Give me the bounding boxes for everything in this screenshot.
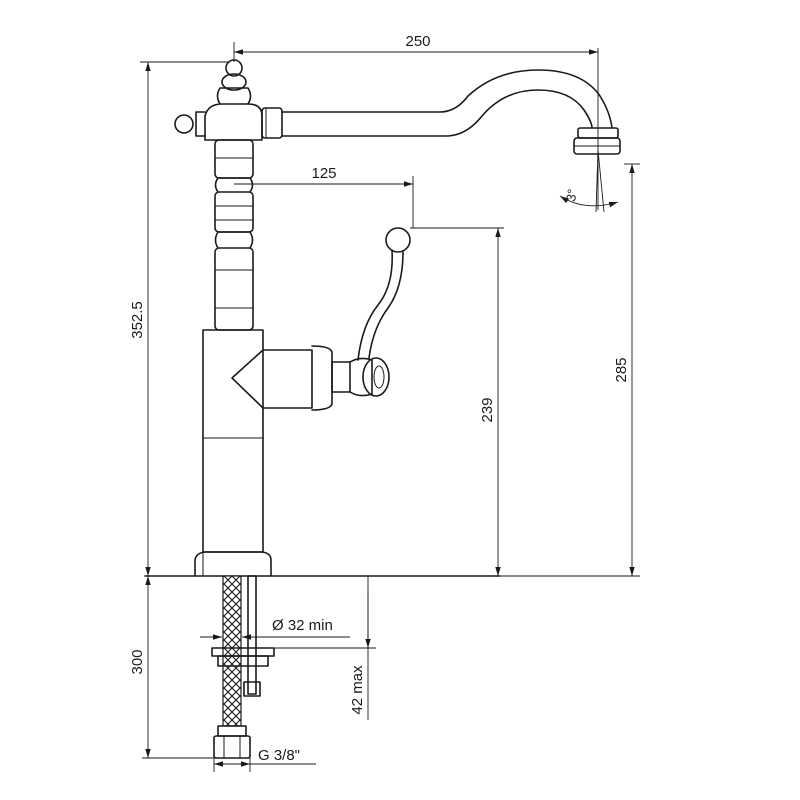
finial-base [216, 87, 252, 105]
handle-ball [385, 227, 411, 253]
label-handle-reach: 125 [311, 165, 336, 182]
label-spout-height: 285 [613, 357, 630, 382]
side-knob [174, 114, 194, 134]
fixing-washer [211, 647, 275, 657]
label-connection: G 3/8" [258, 747, 300, 764]
fixing-nut [243, 681, 261, 697]
cartridge-ring [311, 345, 333, 411]
label-below-deck: 300 [129, 649, 146, 674]
head-collar [261, 107, 283, 139]
main-body [202, 329, 264, 553]
hose-ferrule [217, 725, 247, 737]
threaded-rod [247, 575, 257, 695]
column-segment-lower [214, 247, 254, 331]
fixing-plate [217, 655, 269, 667]
head-block [204, 103, 263, 141]
faucet-body [144, 59, 621, 577]
handle-hub [331, 361, 351, 393]
label-spout-angle: 3° [563, 188, 580, 203]
label-hole-diameter: Ø 32 min [272, 617, 333, 634]
below-deck-assembly [211, 575, 275, 759]
mixer-cone [231, 349, 313, 409]
dim-spout-angle [559, 195, 619, 208]
dimension-annotations: 250 125 352.5 285 239 3° 300 Ø 32 min [129, 33, 640, 772]
handle-knob [362, 357, 390, 397]
column-segment-upper [214, 139, 254, 179]
handle-lever [357, 249, 394, 361]
label-total-height: 352.5 [129, 301, 146, 339]
connector-nut [213, 735, 251, 759]
column-segment-middle [214, 191, 254, 233]
spout-outer [281, 69, 613, 129]
braided-hose [222, 575, 242, 727]
spout-inner [281, 89, 593, 137]
label-spout-reach: 250 [405, 33, 430, 50]
label-deck-thickness: 42 max [349, 665, 366, 715]
base-ring [194, 551, 272, 577]
label-handle-height: 239 [479, 397, 496, 422]
